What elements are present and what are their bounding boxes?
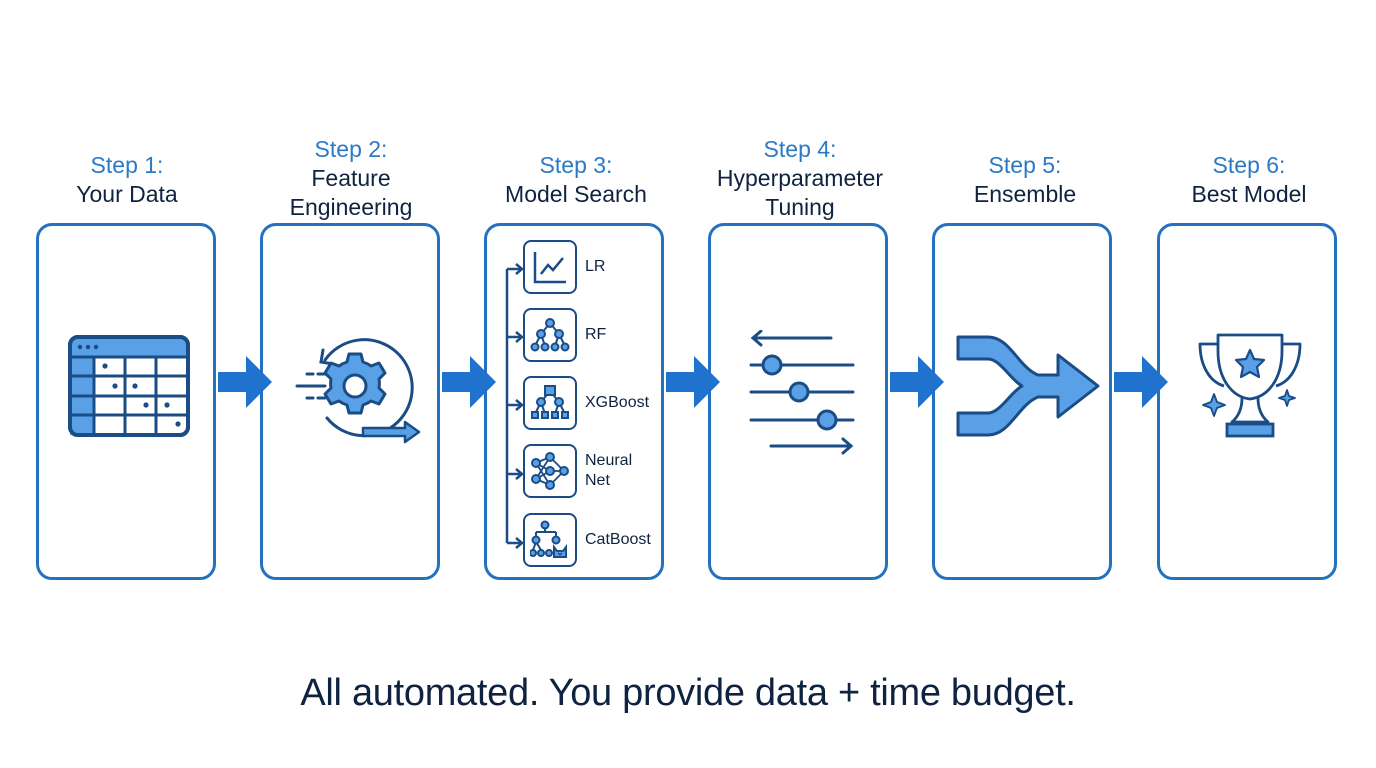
model-lr: LR [523, 240, 655, 294]
step-6-box [1157, 223, 1337, 580]
step-label: Step 5: [988, 152, 1062, 178]
step-label: Step 6: [1212, 152, 1286, 178]
step-name: Ensemble [973, 181, 1077, 207]
step-5-box [932, 223, 1112, 580]
step-1-box [36, 223, 216, 580]
model-rf: RF [523, 308, 655, 362]
flow-arrow-3-4 [666, 356, 720, 408]
model-label-line-2: Net [585, 472, 610, 489]
step-6-title: Step 6: Best Model [1134, 151, 1364, 209]
step-name: Your Data [76, 181, 178, 207]
step-5-title: Step 5: Ensemble [910, 151, 1140, 209]
tree-icon [523, 308, 577, 362]
flow-arrow-1-2 [218, 356, 272, 408]
data-table-icon [68, 335, 190, 437]
step-name-line-2: Tuning [765, 194, 835, 220]
step-label: Step 4: [763, 136, 837, 162]
flow-arrow-2-3 [442, 356, 496, 408]
model-neural-net: Neural Net [523, 444, 655, 498]
step-4-title: Step 4: Hyperparameter Tuning [685, 135, 915, 222]
flow-arrow-4-5 [890, 356, 944, 408]
boosted-tree-icon [523, 376, 577, 430]
merge-arrow-icon [956, 335, 1100, 437]
step-3-title: Step 3: Model Search [461, 151, 691, 209]
step-label: Step 3: [539, 152, 613, 178]
model-label: LR [585, 258, 606, 275]
model-label: XGBoost [585, 394, 650, 411]
model-label-line-1: Neural [585, 452, 633, 469]
step-name-line-1: Hyperparameter [716, 165, 884, 191]
model-label: RF [585, 326, 607, 343]
sliders-icon [749, 330, 855, 455]
step-2-box [260, 223, 440, 580]
model-label: CatBoost [585, 531, 651, 548]
step-4-box [708, 223, 888, 580]
model-label: Neural Net [585, 451, 655, 491]
branch-connector [505, 263, 524, 549]
step-name-line-2: Engineering [289, 194, 413, 220]
cat-tree-icon [523, 513, 577, 567]
step-name-line-1: Feature [311, 165, 391, 191]
trophy-icon [1198, 333, 1302, 438]
neural-net-icon [523, 444, 577, 498]
gear-cycle-icon [295, 338, 421, 444]
footer-caption: All automated. You provide data + time b… [300, 672, 1076, 714]
step-label: Step 1: [90, 152, 164, 178]
step-2-title: Step 2: Feature Engineering [236, 135, 466, 222]
model-catboost: CatBoost [523, 513, 655, 567]
model-xgboost: XGBoost [523, 376, 655, 430]
line-chart-icon [523, 240, 577, 294]
step-name: Model Search [505, 181, 647, 207]
flow-arrow-5-6 [1114, 356, 1168, 408]
step-1-title: Step 1: Your Data [12, 151, 242, 209]
step-label: Step 2: [314, 136, 388, 162]
step-3-box: LR RF XGBoost [484, 223, 664, 580]
step-name: Best Model [1191, 181, 1307, 207]
